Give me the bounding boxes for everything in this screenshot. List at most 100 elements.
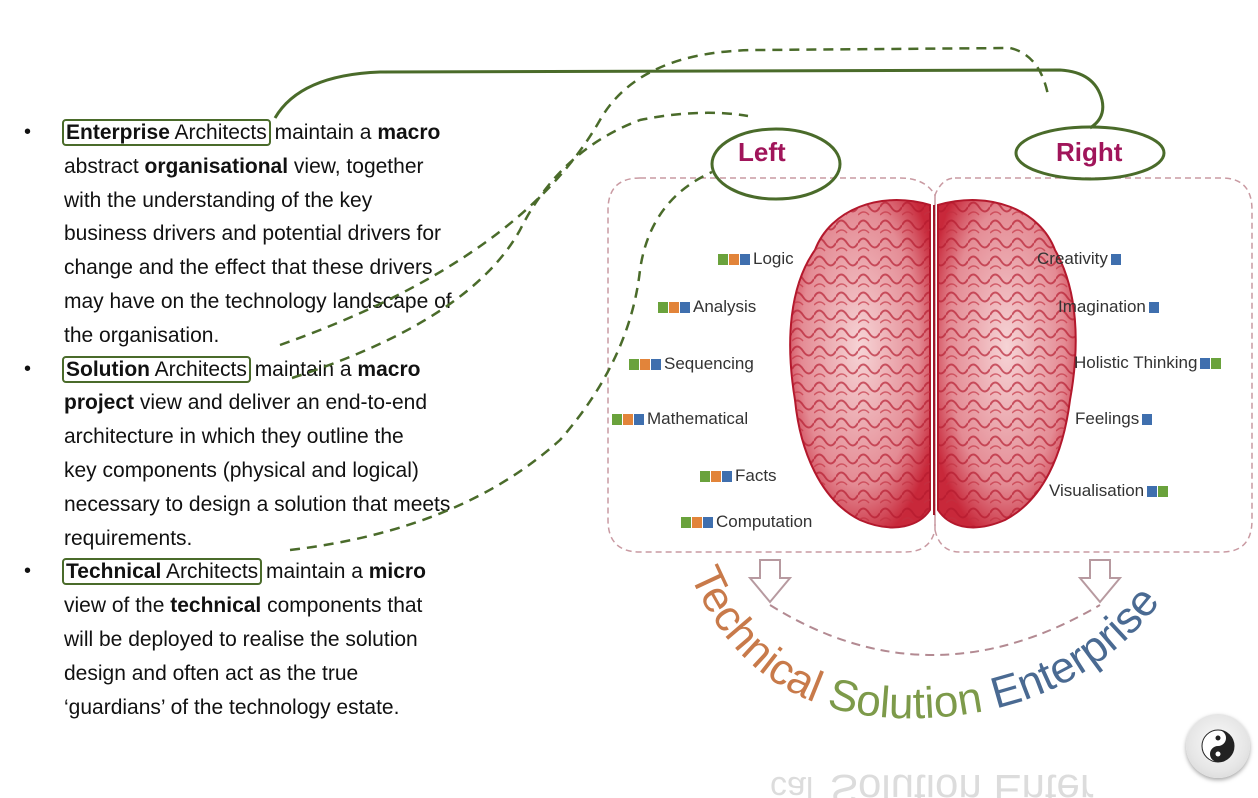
color-squares-icon: [700, 470, 732, 482]
hemisphere-label-text: Facts: [735, 466, 777, 485]
color-squares-icon: [1147, 485, 1169, 497]
text-run: maintain a: [268, 121, 378, 144]
hemisphere-label-text: Visualisation: [1049, 481, 1145, 500]
text-run: components that: [261, 594, 423, 618]
hemisphere-label: Logic: [718, 249, 794, 269]
hemisphere-label-text: Analysis: [693, 297, 757, 316]
bullet-line: may have on the technology landscape of: [64, 285, 544, 319]
bullet-dot: •: [24, 560, 32, 583]
text-run: business drivers and potential drivers f…: [64, 222, 442, 246]
architect-role-suffix: Architects: [161, 560, 259, 584]
bold-text: technical: [170, 594, 262, 618]
bullet-line: project view and deliver an end-to-end: [64, 386, 544, 420]
technical-arc-label: Technical: [681, 559, 830, 712]
right-down-arrow: [1077, 559, 1123, 604]
architect-role-suffix: Architects: [149, 357, 247, 381]
text-run: will be deployed to realise the solution: [64, 627, 418, 651]
solution-dashed-connector: [291, 111, 749, 380]
yin-yang-logo-icon: [1186, 714, 1250, 778]
hemisphere-label-text: Mathematical: [647, 409, 749, 428]
hemisphere-label: Sequencing: [629, 354, 754, 374]
hemisphere-label: Computation: [681, 512, 812, 532]
svg-text:Solution Enter: Solution Enter: [830, 766, 1094, 798]
text-run: ‘guardians’ of the technology estate.: [64, 695, 400, 719]
bold-text: project: [64, 391, 135, 415]
left-down-arrow: [747, 559, 793, 604]
architect-role-highlight: Enterprise Architects: [62, 119, 271, 146]
bullet-line: Solution Architects maintain a macro: [62, 353, 544, 387]
color-squares-icon: [718, 253, 750, 265]
color-squares-icon: [1148, 301, 1159, 313]
hemisphere-label-text: Feelings: [1075, 409, 1140, 428]
hemisphere-label-text: Logic: [753, 249, 794, 268]
bullet-line: Enterprise Architects maintain a macro: [62, 116, 544, 150]
svg-text:cal: cal: [770, 769, 813, 798]
enterprise-arc-label: Enterprise: [985, 577, 1168, 718]
color-squares-icon: [681, 516, 713, 528]
color-squares-icon: [1110, 253, 1121, 265]
text-run: maintain a: [260, 560, 369, 584]
hemisphere-label: Facts: [700, 466, 777, 486]
bullet-line: change and the effect that these drivers: [64, 251, 544, 285]
enterprise-connector-line: [273, 68, 1105, 130]
bullet-line: key components (physical and logical): [64, 454, 544, 488]
bold-text: macro: [357, 357, 421, 381]
text-run: view, together: [288, 154, 424, 178]
architect-role-name: Solution: [66, 357, 150, 381]
enterprise-dashed-connector: [279, 46, 1050, 347]
hemisphere-label: Creativity: [1037, 249, 1121, 269]
color-squares-icon: [1142, 413, 1153, 425]
bullet-line: view of the technical components that: [64, 589, 544, 623]
text-run: maintain a: [248, 357, 358, 381]
bold-text: macro: [377, 121, 441, 144]
hemisphere-label: Feelings: [1075, 409, 1153, 429]
left-title-loop: [710, 127, 842, 201]
bold-text: micro: [368, 560, 426, 584]
hemisphere-label-text: Holistic Thinking: [1074, 353, 1198, 372]
bullet-line: design and often act as the true: [64, 657, 544, 691]
solution-arc-label: Solution: [824, 669, 986, 729]
bullet-line: Technical Architects maintain a micro: [61, 555, 544, 589]
brain-illustration: [789, 199, 1077, 529]
hemisphere-label-text: Imagination: [1058, 297, 1146, 316]
architect-role-name: Enterprise: [66, 121, 170, 144]
text-run: necessary to design a solution that meet…: [64, 492, 451, 516]
bullet-line: with the understanding of the key: [64, 184, 544, 218]
text-run: view of the: [64, 594, 171, 618]
text-run: requirements.: [64, 526, 193, 550]
left-hemisphere-panel: [607, 177, 936, 553]
bullet-line: abstract organisational view, together: [64, 150, 544, 184]
hemisphere-label-text: Computation: [716, 512, 813, 531]
hemisphere-label: Mathematical: [612, 409, 748, 429]
color-squares-icon: [658, 301, 690, 313]
text-run: may have on the technology landscape of: [64, 289, 452, 313]
left-hemisphere-title: Left: [738, 137, 786, 167]
architect-role-highlight: Solution Architects: [62, 355, 251, 383]
bullet-line: necessary to design a solution that meet…: [64, 488, 544, 522]
bullet-line: ‘guardians’ of the technology estate.: [64, 691, 544, 725]
hemisphere-label: Holistic Thinking: [1074, 353, 1222, 373]
text-run: abstract: [64, 154, 145, 178]
hemisphere-label: Analysis: [658, 297, 756, 317]
bullet-line: requirements.: [64, 522, 544, 556]
bullet-line: business drivers and potential drivers f…: [64, 217, 544, 251]
bullet-dot: •: [24, 357, 32, 380]
bullet-line: architecture in which they outline the: [64, 420, 544, 454]
architect-role-name: Technical: [66, 560, 162, 584]
color-squares-icon: [629, 358, 661, 370]
hemisphere-label: Imagination: [1058, 297, 1159, 317]
text-run: the organisation.: [64, 323, 220, 347]
bullet-line: the organisation.: [64, 319, 544, 353]
arc-text-reflection: Solution Enter cal: [770, 766, 1094, 798]
text-run: key components (physical and logical): [64, 458, 419, 482]
color-squares-icon: [1200, 357, 1222, 369]
bullet-dot: •: [24, 121, 32, 143]
hemisphere-label: Visualisation: [1049, 481, 1169, 501]
text-run: design and often act as the true: [64, 661, 359, 685]
right-hemisphere-title: Right: [1056, 137, 1123, 167]
